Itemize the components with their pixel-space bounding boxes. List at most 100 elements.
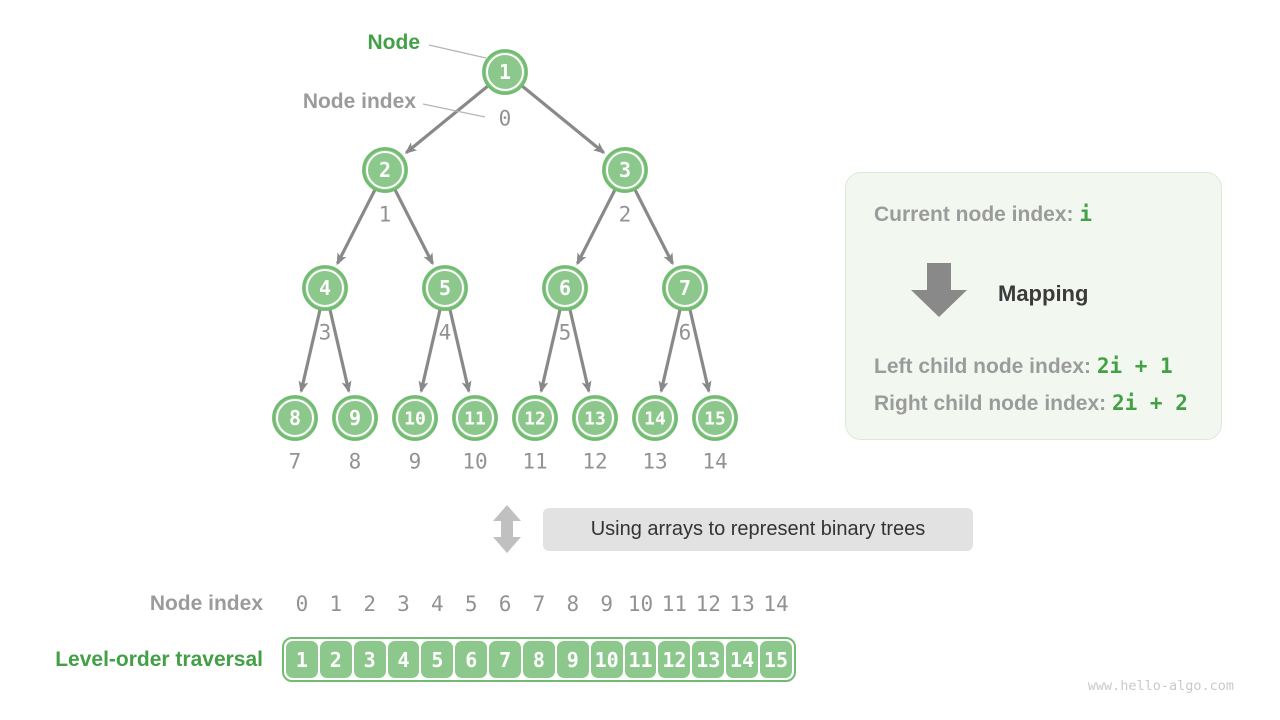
- tree-node: 6: [542, 265, 588, 311]
- array-index-value: 4: [431, 592, 444, 616]
- left-child-index-row: Left child node index: 2i + 1: [874, 354, 1173, 379]
- tree-node: 7: [662, 265, 708, 311]
- array-cell: 3: [353, 641, 386, 678]
- tree-node: 8: [272, 395, 318, 441]
- tree-node: 5: [422, 265, 468, 311]
- array-cell: 13: [692, 641, 725, 678]
- tree-node-value: 9: [349, 406, 361, 430]
- array-cell: 5: [421, 641, 454, 678]
- array-cell: 12: [658, 641, 691, 678]
- tree-node: 2: [362, 147, 408, 193]
- tree-node-index: 4: [439, 320, 452, 344]
- array-index-value: 10: [627, 592, 654, 616]
- array-cell: 2: [319, 641, 352, 678]
- array-index-value: 13: [729, 592, 755, 616]
- array-cell: 15: [760, 641, 792, 678]
- array-cell: 9: [556, 641, 589, 678]
- tree-node: 9: [332, 395, 378, 441]
- down-arrow-icon: [911, 263, 967, 317]
- current-index-formula: i: [1079, 202, 1093, 226]
- tree-edge: [448, 309, 472, 394]
- array-index-value: 1: [329, 592, 343, 616]
- up-down-arrow-icon: [493, 505, 521, 553]
- tree-node: 12: [512, 395, 558, 441]
- array-index-value: 14: [763, 592, 789, 616]
- label-leader-lines: [422, 44, 487, 118]
- tree-edge: [568, 309, 592, 394]
- array-index-value: 8: [566, 592, 580, 616]
- array-index-value: 2: [363, 592, 376, 616]
- tree-node-value: 5: [439, 276, 451, 300]
- tree-node: 11: [452, 395, 498, 441]
- tree-edge: [538, 309, 562, 394]
- array-index-value: 9: [600, 592, 613, 616]
- callout-leader-line: [422, 103, 486, 118]
- tree-node-index: 12: [582, 449, 607, 473]
- array-index-value: 12: [695, 592, 721, 616]
- tree-node-value: 12: [524, 408, 546, 429]
- tree-node-index: 2: [619, 202, 632, 226]
- array-cell: 6: [455, 641, 488, 678]
- tree-node-index: 0: [499, 106, 512, 130]
- tree-edge: [418, 309, 442, 394]
- array-index-value: 3: [397, 592, 410, 616]
- array-cell: 8: [523, 641, 555, 678]
- index-mapping-panel: Current node index: i Mapping Left child…: [845, 172, 1222, 440]
- tree-node: 4: [302, 265, 348, 311]
- array-cell: 1: [286, 641, 318, 678]
- tree-node: 13: [572, 395, 618, 441]
- left-child-index-text: Left child node index:: [874, 355, 1097, 378]
- watermark: www.hello-algo.com: [1087, 678, 1234, 694]
- right-child-index-text: Right child node index:: [874, 392, 1112, 415]
- tree-node-index: 9: [409, 449, 422, 473]
- tree-edge: [298, 309, 322, 394]
- tree-edge: [404, 84, 489, 154]
- tree-node: 15: [692, 395, 738, 441]
- current-node-index-text: Current node index:: [874, 203, 1080, 226]
- tree-node-value: 7: [679, 276, 691, 300]
- array-index-value: 0: [295, 592, 309, 616]
- tree-node-index: 6: [679, 320, 692, 344]
- tree-node-index: 11: [522, 449, 547, 473]
- tree-edge: [688, 309, 712, 394]
- tree-node-value: 2: [379, 158, 391, 182]
- node-callout-label: Node: [367, 31, 421, 54]
- tree-node-value: 8: [289, 406, 301, 430]
- current-node-index-row: Current node index: i: [874, 202, 1092, 227]
- left-child-formula: 2i + 1: [1096, 354, 1173, 378]
- node-index-callout-label: Node index: [302, 90, 416, 113]
- callout-leader-line: [428, 44, 487, 59]
- array-cell: 7: [489, 641, 522, 678]
- tree-node-value: 15: [704, 408, 726, 429]
- tree-edge: [336, 189, 377, 266]
- array-index-value: 5: [464, 592, 478, 616]
- tree-node-index: 13: [642, 449, 667, 473]
- array-cell: 4: [387, 641, 420, 678]
- array-cell: 10: [590, 641, 623, 678]
- tree-node: 14: [632, 395, 678, 441]
- tree-node-index: 14: [702, 449, 727, 473]
- array-cell: 11: [624, 641, 657, 678]
- tree-node-index: 3: [319, 320, 332, 344]
- tree-node: 1: [482, 49, 528, 95]
- tree-node-value: 10: [404, 408, 426, 429]
- tree-node-index: 1: [379, 202, 392, 226]
- tree-node-value: 6: [559, 276, 571, 300]
- tree-node-index: 8: [349, 449, 362, 473]
- tree-edge: [328, 309, 352, 394]
- mapping-label: Mapping: [998, 281, 1089, 306]
- tree-node-index: 10: [462, 449, 487, 473]
- tree-edge: [521, 84, 606, 154]
- tree-edge: [576, 189, 617, 266]
- level-order-traversal-label: Level-order traversal: [55, 648, 263, 671]
- tree-node-value: 14: [644, 408, 666, 429]
- tree-edges: [298, 84, 712, 394]
- tree-node-index: 7: [289, 449, 302, 473]
- array-index-value: 7: [532, 592, 546, 616]
